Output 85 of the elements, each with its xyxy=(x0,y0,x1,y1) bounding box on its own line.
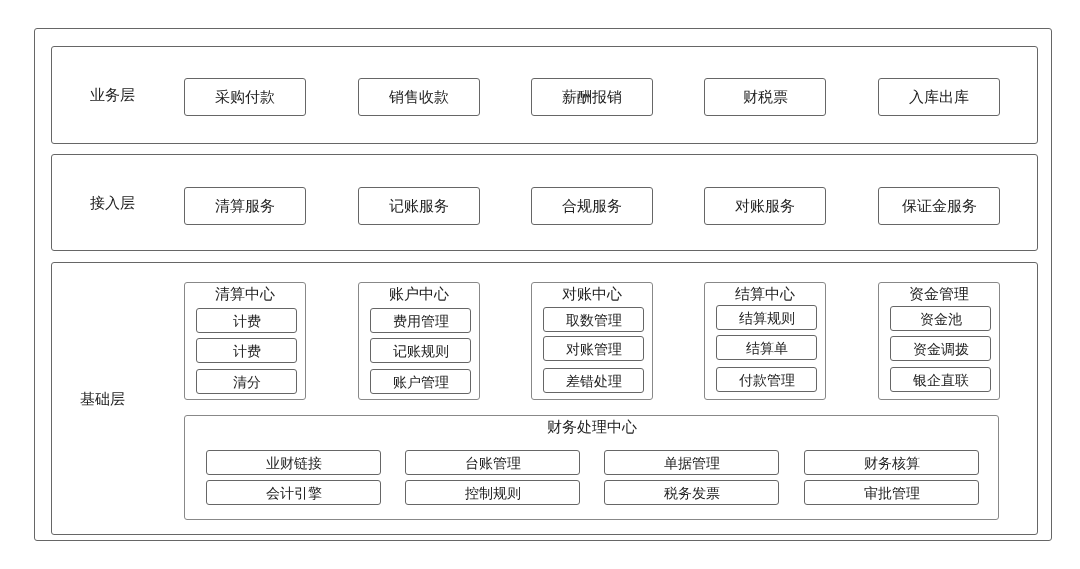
module-box xyxy=(196,308,297,333)
module-box xyxy=(878,78,1000,116)
layer-band xyxy=(51,154,1038,251)
module-label: 税务发票 xyxy=(663,485,720,500)
module-label: 保证金服务 xyxy=(901,198,977,214)
module-label: 费用管理 xyxy=(392,313,449,328)
module-box xyxy=(704,187,826,225)
layer-label: 基础层 xyxy=(80,391,125,407)
module-box xyxy=(206,450,381,475)
group-box xyxy=(878,282,1000,400)
module-label: 入库出库 xyxy=(909,89,969,105)
module-box xyxy=(206,480,381,505)
module-label: 差错处理 xyxy=(565,373,622,388)
module-label: 单据管理 xyxy=(663,455,720,470)
module-label: 财税票 xyxy=(742,89,788,105)
module-box xyxy=(358,187,480,225)
outer-frame xyxy=(34,28,1052,541)
module-box xyxy=(184,187,306,225)
module-box xyxy=(890,306,991,331)
module-box xyxy=(358,78,480,116)
group-box xyxy=(358,282,480,400)
module-label: 结算单 xyxy=(745,340,788,355)
module-box xyxy=(531,78,653,116)
module-box xyxy=(196,338,297,363)
module-label: 审批管理 xyxy=(863,485,920,500)
module-box xyxy=(370,369,471,394)
module-box xyxy=(704,78,826,116)
module-box xyxy=(184,78,306,116)
module-box xyxy=(405,480,580,505)
module-box xyxy=(804,450,979,475)
module-box xyxy=(543,307,644,332)
module-box xyxy=(543,336,644,361)
module-label: 结算规则 xyxy=(738,310,795,325)
module-box xyxy=(716,305,817,330)
module-box xyxy=(804,480,979,505)
group-box xyxy=(184,282,306,400)
module-box xyxy=(716,367,817,392)
module-label: 业财链接 xyxy=(265,455,322,470)
layer-label: 接入层 xyxy=(90,195,135,211)
module-box xyxy=(543,368,644,393)
module-label: 财务核算 xyxy=(863,455,920,470)
group-title: 资金管理 xyxy=(909,287,969,302)
group-box xyxy=(531,282,653,400)
module-label: 销售收款 xyxy=(389,89,449,105)
module-label: 资金调拨 xyxy=(912,341,969,356)
module-label: 记账服务 xyxy=(389,198,449,214)
module-label: 合规服务 xyxy=(562,198,622,214)
module-label: 资金池 xyxy=(919,311,962,326)
module-label: 账户管理 xyxy=(392,374,449,389)
group-title: 结算中心 xyxy=(735,287,795,302)
module-box xyxy=(716,335,817,360)
layer-band xyxy=(51,262,1038,535)
module-label: 台账管理 xyxy=(464,455,521,470)
module-box xyxy=(196,369,297,394)
group-title: 账户中心 xyxy=(389,287,449,302)
module-box xyxy=(890,336,991,361)
group-title: 清算中心 xyxy=(215,287,275,302)
module-box xyxy=(531,187,653,225)
module-box xyxy=(604,480,779,505)
module-label: 控制规则 xyxy=(464,485,521,500)
module-label: 计费 xyxy=(232,343,261,358)
module-label: 对账服务 xyxy=(735,198,795,214)
module-label: 清算服务 xyxy=(215,198,275,214)
group-box xyxy=(184,415,999,520)
layer-label: 业务层 xyxy=(90,88,135,103)
module-box xyxy=(370,338,471,363)
layer-band xyxy=(51,46,1038,144)
module-label: 计费 xyxy=(232,313,261,328)
module-box xyxy=(890,367,991,392)
module-label: 会计引擎 xyxy=(265,485,322,500)
group-title: 财务处理中心 xyxy=(546,420,637,435)
module-label: 付款管理 xyxy=(738,372,795,387)
module-box xyxy=(405,450,580,475)
module-label: 取数管理 xyxy=(565,312,622,327)
module-label: 对账管理 xyxy=(565,341,622,356)
group-box xyxy=(704,282,826,400)
module-box xyxy=(370,308,471,333)
module-box xyxy=(604,450,779,475)
module-label: 薪酬报销 xyxy=(562,89,622,105)
module-label: 银企直联 xyxy=(912,372,969,387)
group-title: 对账中心 xyxy=(562,287,622,302)
module-label: 记账规则 xyxy=(392,343,449,358)
module-box xyxy=(878,187,1000,225)
module-label: 采购付款 xyxy=(215,89,275,105)
module-label: 清分 xyxy=(232,374,261,389)
